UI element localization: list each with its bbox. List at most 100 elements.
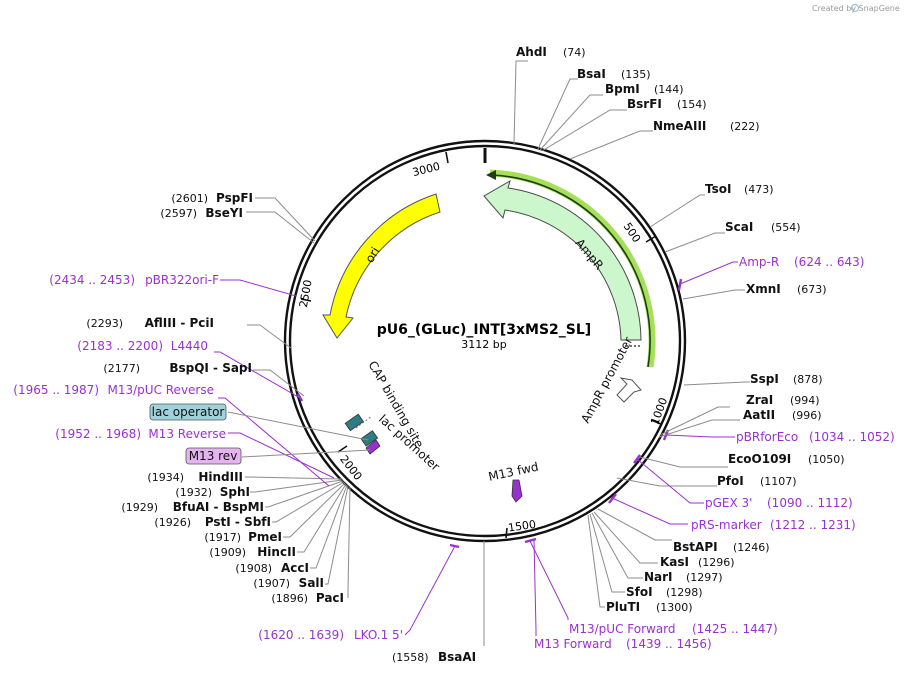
site-afliii-pcii: AflIII - PciI xyxy=(145,316,214,330)
site-psti-sbfi: PstI - SbfI xyxy=(205,515,271,529)
lac-operator-box xyxy=(149,403,227,421)
m13-rev-label: M13 rev xyxy=(189,449,238,463)
site-aatii: AatII xyxy=(743,408,775,422)
site-sspi-pos: (878) xyxy=(793,373,823,386)
site-bspqi-sapi: BspQI - SapI xyxy=(169,361,252,375)
site-zrai: ZraI xyxy=(746,393,773,407)
primer-m13-puc-reverse: M13/pUC Reverse xyxy=(108,383,215,397)
site-bfuai-bspmi-pos: (1929) xyxy=(121,501,158,514)
site-sali-pos: (1907) xyxy=(253,577,290,590)
m13-rev-box xyxy=(185,447,242,465)
lac-operator-leader xyxy=(227,411,369,441)
primer-m13-reverse-range: (1952 .. 1968) xyxy=(55,427,141,441)
site-kasi-pos: (1296) xyxy=(698,556,735,569)
site-bsaai: BsaAI xyxy=(438,650,476,664)
site-kasi: KasI xyxy=(660,555,689,569)
primer-lko1-5-range: (1620 .. 1639) xyxy=(258,628,344,642)
tick-marks xyxy=(300,151,662,539)
site-ahdi-pos: (74) xyxy=(563,46,586,59)
enzyme-leader-lines xyxy=(245,60,750,646)
site-pfoi: PfoI xyxy=(717,474,744,488)
site-bsaai-pos: (1558) xyxy=(392,651,429,664)
lac-operator-mark xyxy=(360,430,379,447)
primer-m13-puc-forward: M13/pUC Forward xyxy=(569,622,676,636)
site-bsai: BsaI xyxy=(577,67,606,81)
primer-pbr322ori-f: pBR322ori-F xyxy=(145,273,219,287)
site-ecoo109i-pos: (1050) xyxy=(808,453,845,466)
site-hindiii: HindIII xyxy=(198,470,243,484)
site-scai-pos: (554) xyxy=(771,221,801,234)
primer-pbr322ori-f-range: (2434 .. 2453) xyxy=(49,273,135,287)
site-bsai-pos: (135) xyxy=(621,68,651,81)
site-acci-pos: (1908) xyxy=(235,562,272,575)
site-pmei: PmeI xyxy=(248,530,282,544)
primer-pgex3-range: (1090 .. 1112) xyxy=(767,496,853,510)
primer-prs-marker: pRS-marker xyxy=(691,518,762,532)
primer-amp-r-range: (624 .. 643) xyxy=(794,255,864,269)
site-sspi: SspI xyxy=(750,372,779,386)
site-pfoi-pos: (1107) xyxy=(760,475,797,488)
site-ahdi: AhdI xyxy=(516,45,547,59)
site-bfuai-bspmi: BfuAI - BspMI xyxy=(173,500,264,514)
site-paci: PacI xyxy=(316,591,344,605)
primer-m13-forward: M13 Forward xyxy=(534,637,612,651)
primer-amp-r: Amp-R xyxy=(739,255,779,269)
ampr-highlight xyxy=(489,169,656,368)
site-ecoo109i: EcoO109I xyxy=(728,452,791,466)
primer-lko1-5: LKO.1 5' xyxy=(354,628,403,642)
tick-label-2500: 2500 xyxy=(297,279,315,309)
tick-label-1500: 1500 xyxy=(507,518,537,535)
site-bstapi-pos: (1246) xyxy=(733,541,770,554)
site-acci: AccI xyxy=(281,561,309,575)
lac-operator-label: lac operator xyxy=(152,405,225,419)
backbone-outer-ring xyxy=(283,139,687,543)
primer-l4440-range: (2183 .. 2200) xyxy=(77,339,163,353)
site-aatii-pos: (996) xyxy=(792,409,822,422)
site-hincii-pos: (1909) xyxy=(209,546,246,559)
site-nari-pos: (1297) xyxy=(686,571,723,584)
site-paci-pos: (1896) xyxy=(271,592,308,605)
site-xmni-pos: (673) xyxy=(797,283,827,296)
site-sali: SalI xyxy=(299,576,324,590)
ori-feature-arrow xyxy=(322,193,441,339)
ampr-highlight-arrowhead xyxy=(486,170,496,180)
ampr-promoter-arrow xyxy=(616,377,642,403)
site-pluti-pos: (1300) xyxy=(656,601,693,614)
tick-label-3000: 3000 xyxy=(411,160,441,179)
primer-m13-puc-forward-range: (1425 .. 1447) xyxy=(692,622,778,636)
site-sfoi: SfoI xyxy=(626,585,653,599)
site-tsoi: TsoI xyxy=(705,182,731,196)
cap-binding-site-mark xyxy=(344,413,364,432)
lac-promoter-mark xyxy=(355,415,373,429)
site-pspfi: PspFI xyxy=(216,191,253,205)
ampr-feature-arrow xyxy=(483,179,642,341)
m13-rev-leader xyxy=(241,449,371,458)
primer-l4440: L4440 xyxy=(171,339,208,353)
site-zrai-pos: (994) xyxy=(790,394,820,407)
snapgene-logo-icon xyxy=(850,3,860,13)
site-nmeaiii-pos: (222) xyxy=(730,120,760,133)
site-bseyi-pos: (2597) xyxy=(160,207,197,220)
site-sphi-pos: (1932) xyxy=(175,486,212,499)
site-bpmi-pos: (144) xyxy=(654,83,684,96)
site-pspfi-pos: (2601) xyxy=(171,192,208,205)
site-bsrfi-pos: (154) xyxy=(677,98,707,111)
backbone-inner-ring xyxy=(288,144,682,538)
primer-pbrforeco: pBRforEco xyxy=(736,430,798,444)
plasmid-length: 3112 bp xyxy=(461,338,506,351)
site-xmni: XmnI xyxy=(746,282,781,296)
site-afliii-pcii-pos: (2293) xyxy=(86,317,123,330)
site-hindiii-pos: (1934) xyxy=(147,471,184,484)
site-sphi: SphI xyxy=(220,485,250,499)
primer-pbrforeco-range: (1034 .. 1052) xyxy=(809,430,895,444)
site-nari: NarI xyxy=(644,570,673,584)
m13-fwd-mark xyxy=(511,479,523,503)
site-psti-sbfi-pos: (1926) xyxy=(154,516,191,529)
site-bseyi: BseYI xyxy=(205,206,243,220)
primer-m13-reverse: M13 Reverse xyxy=(148,427,226,441)
plasmid-name: pU6_(GLuc)_INT[3xMS2_SL] xyxy=(377,322,591,338)
primer-m13-forward-range: (1439 .. 1456) xyxy=(626,637,712,651)
site-bstapi: BstAPI xyxy=(673,540,718,554)
site-tsoi-pos: (473) xyxy=(744,183,774,196)
